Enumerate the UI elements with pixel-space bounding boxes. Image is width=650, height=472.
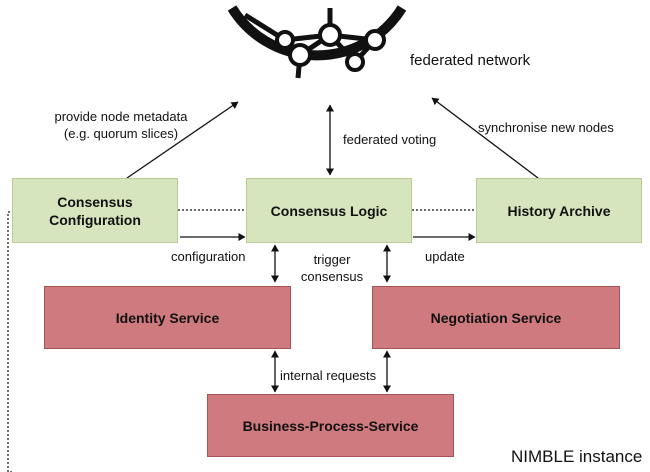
negotiation-service-box: Negotiation Service [372,286,620,349]
globe-network-icon [227,5,407,79]
negotiation-service-label: Negotiation Service [430,309,562,326]
business-process-service-box: Business-Process-Service [207,394,454,457]
provide-node-metadata-label: provide node metadata (e.g. quorum slice… [26,108,216,142]
history-archive-label: History Archive [507,202,611,219]
provide-node-metadata-line1: provide node metadata [54,109,188,124]
identity-service-box: Identity Service [44,286,291,349]
business-process-service-label: Business-Process-Service [242,417,419,434]
consensus-logic-box: Consensus Logic [246,178,412,243]
identity-service-label: Identity Service [115,309,220,326]
consensus-configuration-line2: Configuration [49,211,141,228]
nimble-instance-label: NIMBLE instance [511,447,643,466]
update-label: update [425,249,465,264]
provide-node-metadata-line2: (e.g. quorum slices) [63,126,179,141]
consensus-logic-label: Consensus Logic [270,202,388,219]
nimble-instance-boundary [7,211,12,472]
arrow-config-to-network [126,101,239,179]
configuration-label: configuration [171,249,246,264]
federated-network-label: federated network [410,52,531,69]
consensus-configuration-line1: Consensus [57,193,133,210]
history-archive-box: History Archive [476,178,642,243]
federated-voting-label: federated voting [343,132,437,147]
trigger-consensus-label: trigger consensus [290,251,374,285]
arrow-archive-to-network [431,97,539,179]
consensus-configuration-box: Consensus Configuration [12,178,178,243]
synchronise-new-nodes-label: synchronise new nodes [478,120,614,135]
trigger-consensus-line2: consensus [300,269,364,284]
internal-requests-label: internal requests [280,368,377,383]
trigger-consensus-line1: trigger [313,252,351,267]
